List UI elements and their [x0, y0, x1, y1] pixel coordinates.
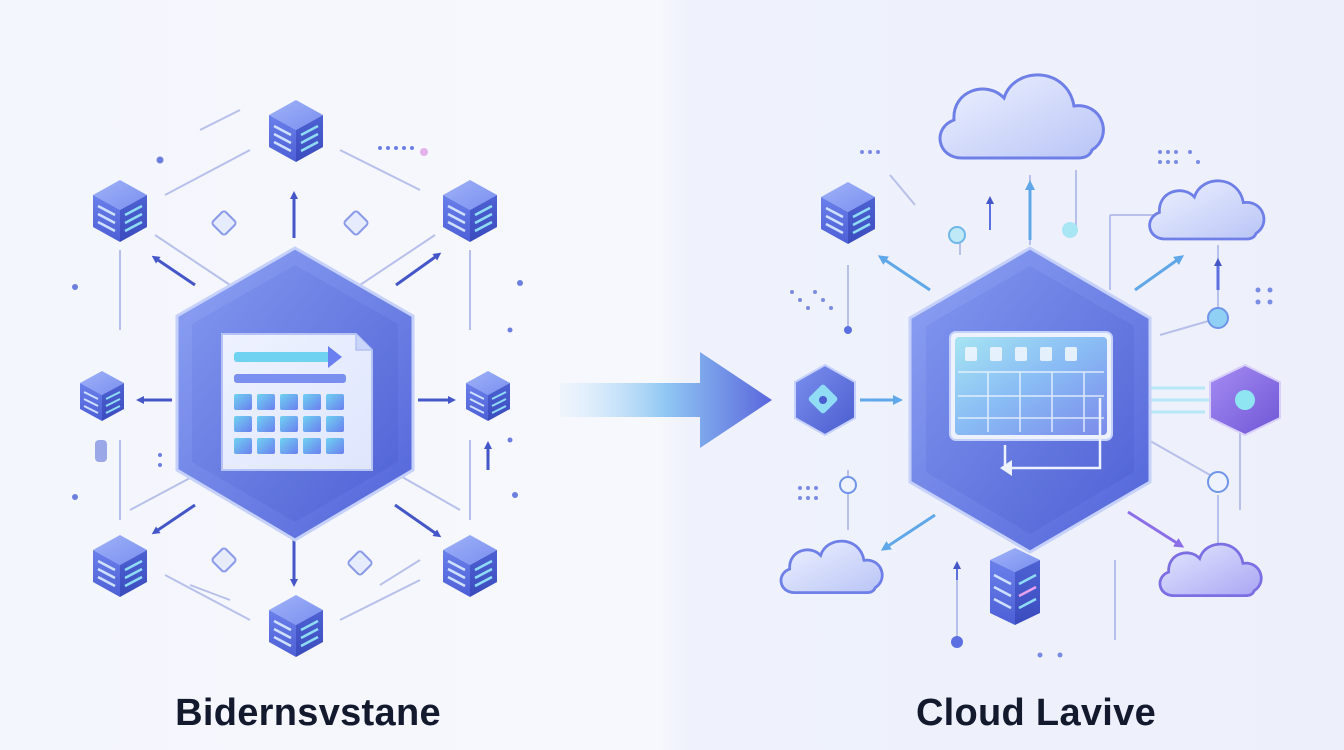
left-diamond-icon-1 [210, 209, 238, 237]
left-server-cube-icon-bottom [267, 593, 325, 659]
left-server-cube-icon-top [267, 98, 325, 164]
right-spreadsheet-icon [949, 331, 1113, 476]
left-diamond-icon-4 [346, 549, 374, 577]
right-cloud-icon-upper-right [1148, 179, 1266, 241]
left-decor-dots [72, 146, 523, 500]
left-arrows [136, 191, 492, 587]
right-server-cube-icon-bottom [990, 548, 1040, 625]
right-connection-lines [847, 170, 1241, 640]
left-caption: Bidernsvstane [175, 692, 441, 734]
right-cloud-icon-lower-right [1158, 542, 1263, 597]
right-cloud-icon-top [938, 73, 1105, 160]
right-node-circles [839, 222, 1229, 648]
right-diamond-icon [794, 363, 856, 437]
left-decor-pink-dot [420, 148, 428, 156]
right-light-streaks [1150, 386, 1212, 414]
right-arrows [860, 180, 1222, 580]
left-panel [72, 98, 523, 659]
left-server-cube-icon-mid-left [79, 370, 125, 422]
right-decor-dots [790, 150, 1273, 658]
left-server-cube-icon-upper-left [91, 178, 149, 244]
left-diamond-icon-3 [210, 546, 238, 574]
left-server-cube-icon-upper-right [441, 178, 499, 244]
right-cloud-icon-lower-left [779, 539, 884, 594]
left-server-cube-icon-lower-left [91, 533, 149, 599]
right-arrow-icon [560, 352, 772, 448]
left-decor-pill [95, 440, 107, 462]
right-caption: Cloud Lavive [915, 692, 1157, 734]
left-server-cube-icon-mid-right [465, 370, 511, 422]
right-server-cube-icon-upper-left [819, 180, 877, 246]
right-hexagon-icon [1209, 363, 1281, 437]
left-diamond-icon-2 [342, 209, 370, 237]
left-spreadsheet-icon [221, 333, 373, 471]
left-server-cube-icon-lower-right [441, 533, 499, 599]
right-panel [779, 73, 1281, 658]
